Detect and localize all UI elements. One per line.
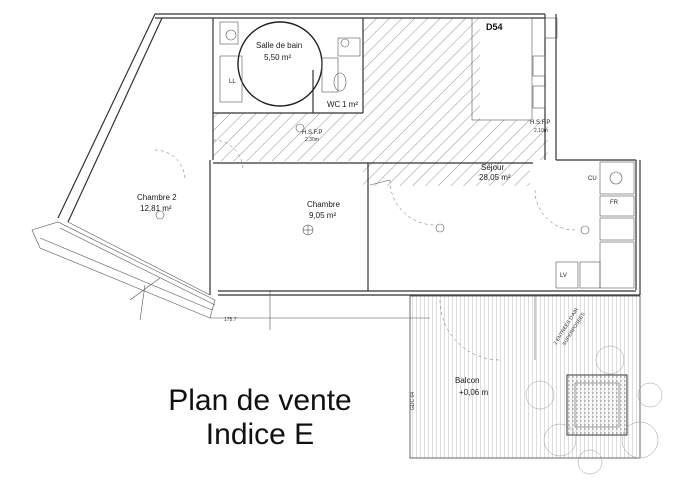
kitchen	[555, 161, 635, 289]
sejour-name: Séjour	[481, 163, 504, 172]
level-label: 175.7	[224, 317, 237, 323]
wc-area: 1 m²	[342, 100, 358, 109]
title-line-2: Indice E	[205, 418, 315, 451]
lot-label: D54	[486, 22, 503, 32]
fr-label: FR	[610, 200, 619, 206]
gdc-label: GDC 64	[410, 392, 416, 410]
chambre-area: 9,05 m²	[309, 211, 336, 220]
walls	[57, 13, 641, 306]
balcon-area: +0,06 m	[459, 388, 488, 397]
hsfp-right-label: H.S.F.P	[530, 120, 550, 126]
balcon-name: Balcon	[455, 376, 479, 385]
lv-label: LV	[560, 273, 567, 279]
hsfp-left-value: 2,30m	[305, 137, 319, 143]
hatched-zones	[213, 18, 548, 186]
chambre2-area: 12,81 m²	[140, 204, 172, 213]
left-balcony	[31, 221, 430, 330]
balcony	[409, 295, 663, 475]
chambre-name: Chambre	[307, 200, 340, 209]
wc-name: WC	[327, 100, 341, 109]
light-points	[155, 38, 590, 236]
chambre2-name: Chambre 2	[137, 193, 177, 202]
salle-de-bain-area: 5,50 m²	[264, 53, 291, 62]
cu-label: CU	[588, 176, 597, 182]
title-line-1: Plan de vente	[168, 384, 352, 417]
sejour-area: 28,05 m²	[479, 173, 511, 182]
bathroom-fixtures	[219, 21, 361, 107]
ll-label: LL	[229, 79, 236, 85]
gdc-label-group: GDC 64	[410, 392, 416, 410]
hsfp-left-label: H.S.F.P	[302, 130, 322, 136]
hsfp-right-value: 2,10m	[534, 128, 548, 134]
door-swings	[154, 139, 576, 361]
salle-de-bain-name: Salle de bain	[256, 41, 302, 50]
